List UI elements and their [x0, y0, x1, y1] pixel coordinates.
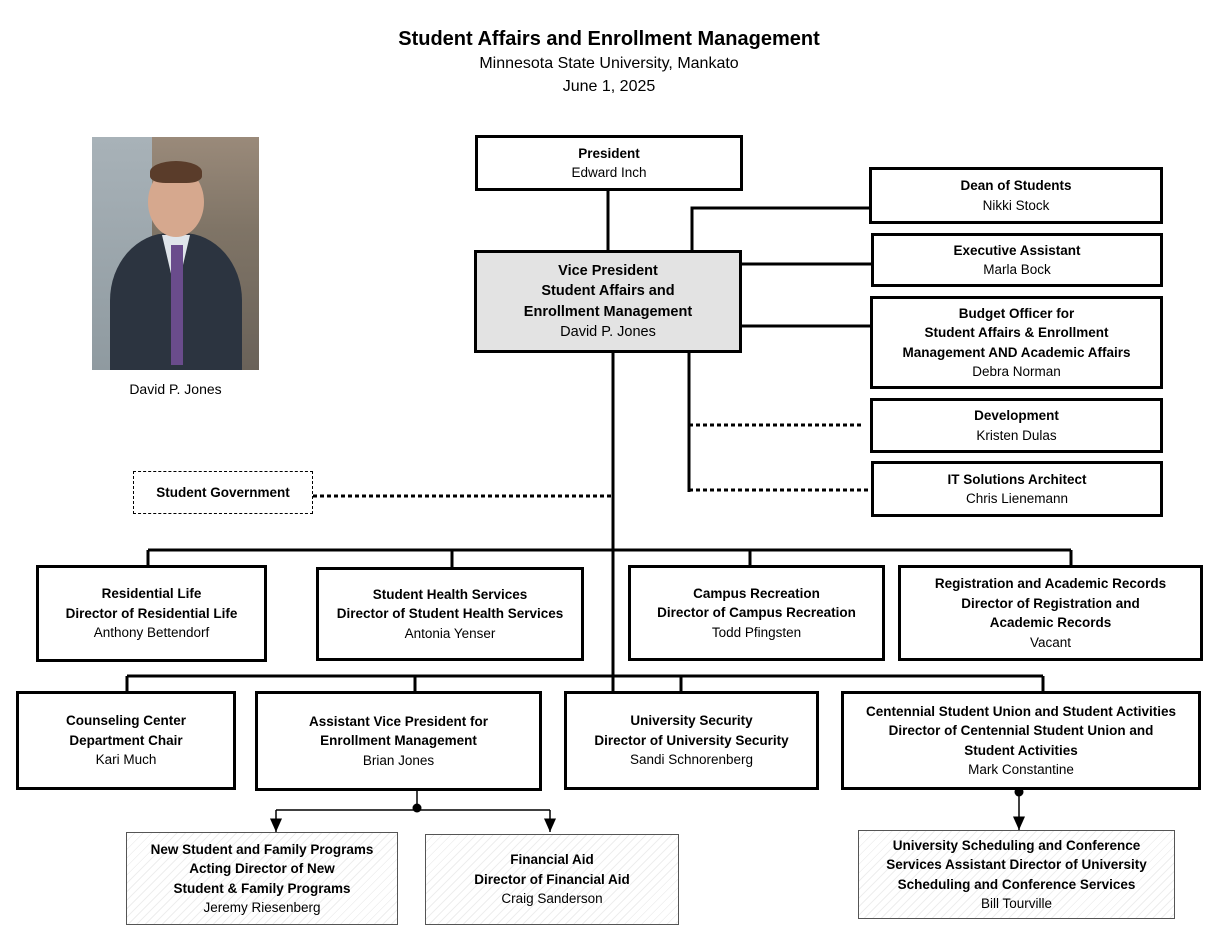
- vp-name: David P. Jones: [560, 324, 656, 340]
- position-title: Director of University Security: [594, 732, 789, 748]
- person-name: Chris Lienemann: [965, 491, 1069, 506]
- position-title: Dean of Students: [960, 178, 1072, 193]
- junction-dot-avp: [412, 803, 422, 813]
- person-name: Craig Sanderson: [501, 891, 603, 907]
- budget-officer-box: Budget Officer for Student Affairs & Enr…: [870, 296, 1163, 389]
- vp-line: Enrollment Management: [523, 303, 693, 320]
- position-title: Student Affairs & Enrollment: [924, 325, 1109, 340]
- position-title: Director of Campus Recreation: [657, 605, 856, 621]
- person-name: Sandi Schnorenberg: [629, 752, 754, 768]
- counseling-center-box: Counseling Center Department Chair Kari …: [16, 691, 236, 790]
- vp-line: Vice President: [558, 262, 658, 279]
- university-scheduling-box: University Scheduling and Conference Ser…: [858, 830, 1175, 919]
- position-title: Registration and Academic Records: [934, 576, 1167, 591]
- position-title: Counseling Center: [65, 713, 186, 729]
- position-title: Executive Assistant: [953, 242, 1081, 258]
- position-title: Director of Residential Life: [65, 605, 238, 621]
- student-government-box: Student Government: [133, 471, 313, 514]
- position-title: IT Solutions Architect: [947, 471, 1087, 487]
- position-title: Director of Centennial Student Union and: [888, 723, 1154, 738]
- position-title: University Scheduling and Conference: [892, 837, 1141, 853]
- it-solutions-architect-box: IT Solutions Architect Chris Lienemann: [871, 461, 1163, 517]
- position-title: Budget Officer for: [958, 305, 1075, 321]
- person-name: Bill Tourville: [980, 896, 1053, 911]
- financial-aid-box: Financial Aid Director of Financial Aid …: [425, 834, 679, 925]
- executive-assistant-box: Executive Assistant Marla Bock: [871, 233, 1163, 287]
- position-title: New Student and Family Programs: [150, 841, 374, 857]
- person-name: Nikki Stock: [982, 197, 1050, 213]
- position-title: Director of Registration and: [961, 595, 1140, 611]
- president-title: President: [578, 145, 640, 161]
- residential-life-box: Residential Life Director of Residential…: [36, 565, 267, 662]
- university-security-box: University Security Director of Universi…: [564, 691, 819, 790]
- position-title: Campus Recreation: [693, 585, 820, 601]
- position-title: Director of Student Health Services: [336, 606, 564, 622]
- position-title: Department Chair: [69, 732, 183, 748]
- centennial-student-union-box: Centennial Student Union and Student Act…: [841, 691, 1201, 790]
- person-name: Jeremy Riesenberg: [203, 900, 321, 915]
- photo-caption: David P. Jones: [129, 381, 222, 397]
- position-title: Management AND Academic Affairs: [902, 344, 1131, 360]
- dean-of-students-box: Dean of Students Nikki Stock: [869, 167, 1163, 224]
- position-title: Student & Family Programs: [173, 880, 351, 896]
- position-title: Student Government: [156, 484, 290, 500]
- position-title: University Security: [630, 713, 753, 729]
- page-title: Student Affairs and Enrollment Managemen…: [398, 28, 820, 50]
- position-title: Development: [974, 408, 1059, 423]
- new-student-family-programs-box: New Student and Family Programs Acting D…: [126, 832, 398, 925]
- student-health-services-box: Student Health Services Director of Stud…: [316, 567, 584, 661]
- person-name: Mark Constantine: [968, 762, 1074, 777]
- position-title: Acting Director of New: [189, 861, 335, 876]
- portrait-photo: [92, 137, 259, 370]
- person-name: Kari Much: [95, 752, 157, 768]
- position-title: Student Health Services: [372, 586, 528, 602]
- position-title: Director of Financial Aid: [474, 871, 630, 887]
- position-title: Enrollment Management: [320, 733, 477, 749]
- development-box: Development Kristen Dulas: [870, 398, 1163, 453]
- campus-recreation-box: Campus Recreation Director of Campus Rec…: [628, 565, 885, 661]
- position-title: Assistant Vice President for: [308, 713, 489, 729]
- vp-line: Student Affairs and: [541, 283, 675, 299]
- person-name: Todd Pfingsten: [711, 624, 802, 640]
- position-title: Academic Records: [989, 615, 1112, 630]
- president-box: President Edward Inch: [475, 135, 743, 191]
- line-dean: [690, 206, 870, 251]
- person-name: Anthony Bettendorf: [93, 625, 210, 641]
- person-name: Brian Jones: [362, 752, 435, 768]
- position-title: Scheduling and Conference Services: [897, 876, 1136, 892]
- position-title: Financial Aid: [510, 852, 594, 868]
- page-date: June 1, 2025: [562, 78, 656, 95]
- person-name: Debra Norman: [972, 364, 1061, 379]
- page-subtitle: Minnesota State University, Mankato: [479, 55, 739, 72]
- person-name: Antonia Yenser: [404, 625, 496, 641]
- president-name: Edward Inch: [571, 165, 647, 180]
- position-title: Residential Life: [101, 586, 202, 602]
- position-title: Student Activities: [964, 742, 1078, 758]
- person-name: Kristen Dulas: [976, 427, 1057, 443]
- position-title: Services Assistant Director of Universit…: [886, 857, 1147, 872]
- position-title: Centennial Student Union and Student Act…: [865, 703, 1176, 719]
- registration-academic-records-box: Registration and Academic Records Direct…: [898, 565, 1203, 661]
- person-name: Vacant: [1029, 634, 1072, 650]
- avp-enrollment-management-box: Assistant Vice President for Enrollment …: [255, 691, 542, 791]
- person-name: Marla Bock: [983, 262, 1051, 277]
- vp-box: Vice President Student Affairs and Enrol…: [474, 250, 742, 353]
